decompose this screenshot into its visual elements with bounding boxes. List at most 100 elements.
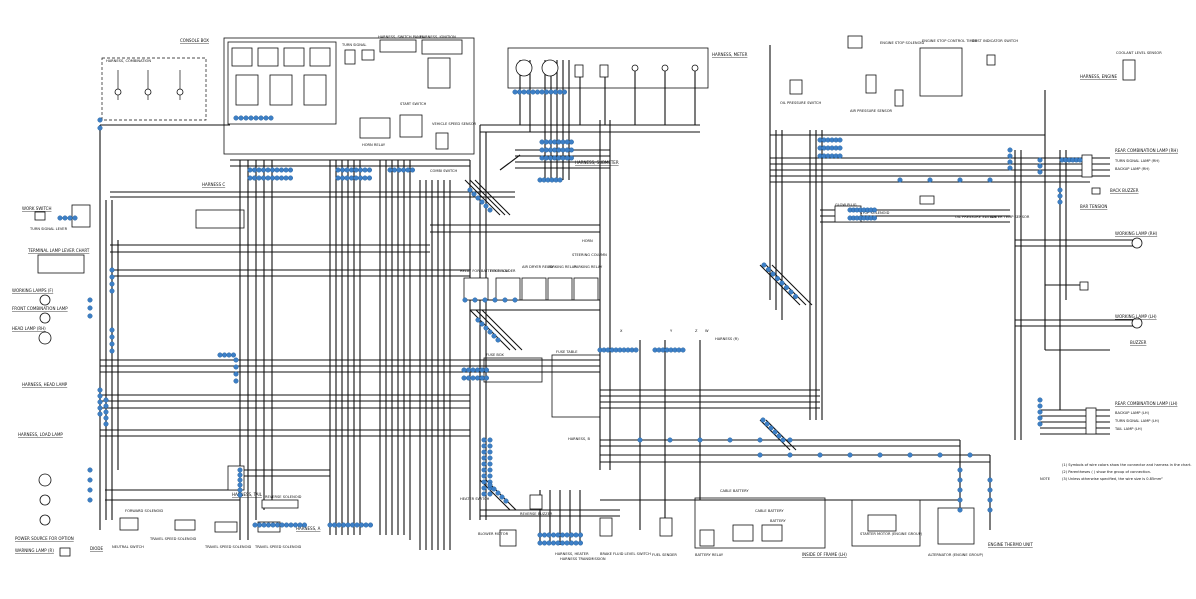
label-power-source: POWER SOURCE FOR OPTION (15, 536, 74, 541)
label-diode: DIODE (90, 546, 103, 551)
connector-dot (87, 297, 93, 303)
connector-dot (288, 167, 294, 173)
label-travel-speed-2: TRAVEL SPEED SOLENOID (204, 545, 252, 549)
connector-dot (564, 139, 570, 145)
connector-dot (503, 498, 509, 504)
label-relay-battery: RELAY FOR BATTERY RELAY (460, 269, 510, 273)
connector-dot (362, 175, 368, 181)
connector-dot (362, 167, 368, 173)
connector-dot (768, 425, 774, 431)
connector-dot (97, 405, 103, 411)
connector-dot (495, 490, 501, 496)
connector-dot (1007, 153, 1013, 159)
label-fuse-holder: FUSE HOLDER (490, 269, 516, 273)
connector-dot (487, 491, 493, 497)
connector-dot (1057, 199, 1063, 205)
connector-dot (261, 175, 267, 181)
connector-dot (487, 443, 493, 449)
connector-dot (757, 452, 763, 458)
connector-dot (461, 375, 467, 381)
connector-dot (109, 334, 115, 340)
connector-dot (546, 532, 552, 538)
label-backup-lamp-lh: BACKUP LAMP (LH) (1115, 411, 1150, 415)
connector-dot (556, 147, 562, 153)
connector-dot (779, 280, 785, 286)
connector-dot (542, 540, 548, 546)
connector-dot (109, 274, 115, 280)
connector-dot (897, 177, 903, 183)
connector-dot (552, 139, 558, 145)
connector-dot (297, 522, 303, 528)
connector-dot (265, 167, 271, 173)
connector-dot (345, 522, 351, 528)
connector-dot (87, 477, 93, 483)
connector-dot (481, 449, 487, 455)
connector-dot (57, 215, 63, 221)
connector-dot (1037, 421, 1043, 427)
connector-dot (499, 494, 505, 500)
connector-dot (354, 522, 360, 528)
notes-line-2: (2) Parentheses ( ) show the group of co… (1062, 470, 1151, 474)
connector-dot (217, 352, 223, 358)
connector-dot (283, 175, 289, 181)
connector-dots (57, 89, 1083, 546)
connector-dot (97, 117, 103, 123)
connector-dot (109, 348, 115, 354)
label-harness-switch-panel: HARNESS, SWITCH PANEL (378, 35, 424, 39)
connector-dot (279, 167, 285, 173)
label-relay-1: AIR DRYER RELAY (522, 265, 554, 269)
label-battery-relay: BATTERY RELAY (695, 553, 724, 557)
connector-dot (877, 452, 883, 458)
connector-dot (470, 375, 476, 381)
connector-dot (543, 147, 549, 153)
label-working-lamps: WORKING LAMPS (F) (12, 288, 54, 293)
connector-dot (233, 357, 239, 363)
connector-dot (667, 437, 673, 443)
connector-dot (1037, 403, 1043, 409)
connector-dot (475, 367, 481, 373)
connector-dot (578, 532, 584, 538)
connector-dot (788, 289, 794, 295)
connector-dot (97, 125, 103, 131)
connector-dot (358, 167, 364, 173)
diagonal-harness-wires (464, 154, 813, 511)
connector-dot (226, 352, 232, 358)
connector-dot (564, 155, 570, 161)
label-turn-signal-lever: TURN SIGNAL LEVER (29, 227, 68, 231)
connector-dot (302, 522, 308, 528)
connector-dot (335, 175, 341, 181)
connector-dot (97, 399, 103, 405)
label-vehicle-speed: VEHICLE SPEED SENSOR (432, 122, 477, 126)
switch-panel-dashed: HARNESS, COMBINATION (101, 57, 207, 121)
right-upper-components: ENGINE STOP SOLENOID ENGINE STOP CONTROL… (780, 35, 1162, 223)
connector-dot (288, 175, 294, 181)
connector-dot (481, 479, 487, 485)
connector-dot (481, 437, 487, 443)
connector-dot (279, 522, 285, 528)
connector-dot (237, 482, 243, 488)
center-relays-fuse: RELAY FOR BATTERY RELAY FUSE HOLDER AIR … (460, 239, 651, 556)
connector-dot (392, 167, 398, 173)
connector-dot (266, 522, 272, 528)
connector-dot (350, 522, 356, 528)
connector-dot (274, 175, 280, 181)
connector-dot (776, 433, 782, 439)
connector-dot (332, 522, 338, 528)
marker-y: Y (670, 329, 673, 333)
connector-dot (103, 403, 109, 409)
connector-dot (284, 522, 290, 528)
connector-dot (1037, 163, 1043, 169)
connector-dot (487, 437, 493, 443)
connector-dot (288, 522, 294, 528)
connector-dot (957, 177, 963, 183)
connector-dot (97, 393, 103, 399)
connector-dot (937, 452, 943, 458)
connector-dot (547, 147, 553, 153)
connector-dot (1037, 397, 1043, 403)
connector-dot (539, 147, 545, 153)
label-harness-b: HARNESS, B (568, 437, 590, 441)
connector-dot (1037, 157, 1043, 163)
label-steering-column: STEERING COLUMN (572, 253, 607, 257)
connector-dot (237, 492, 243, 498)
connector-dot (247, 167, 253, 173)
